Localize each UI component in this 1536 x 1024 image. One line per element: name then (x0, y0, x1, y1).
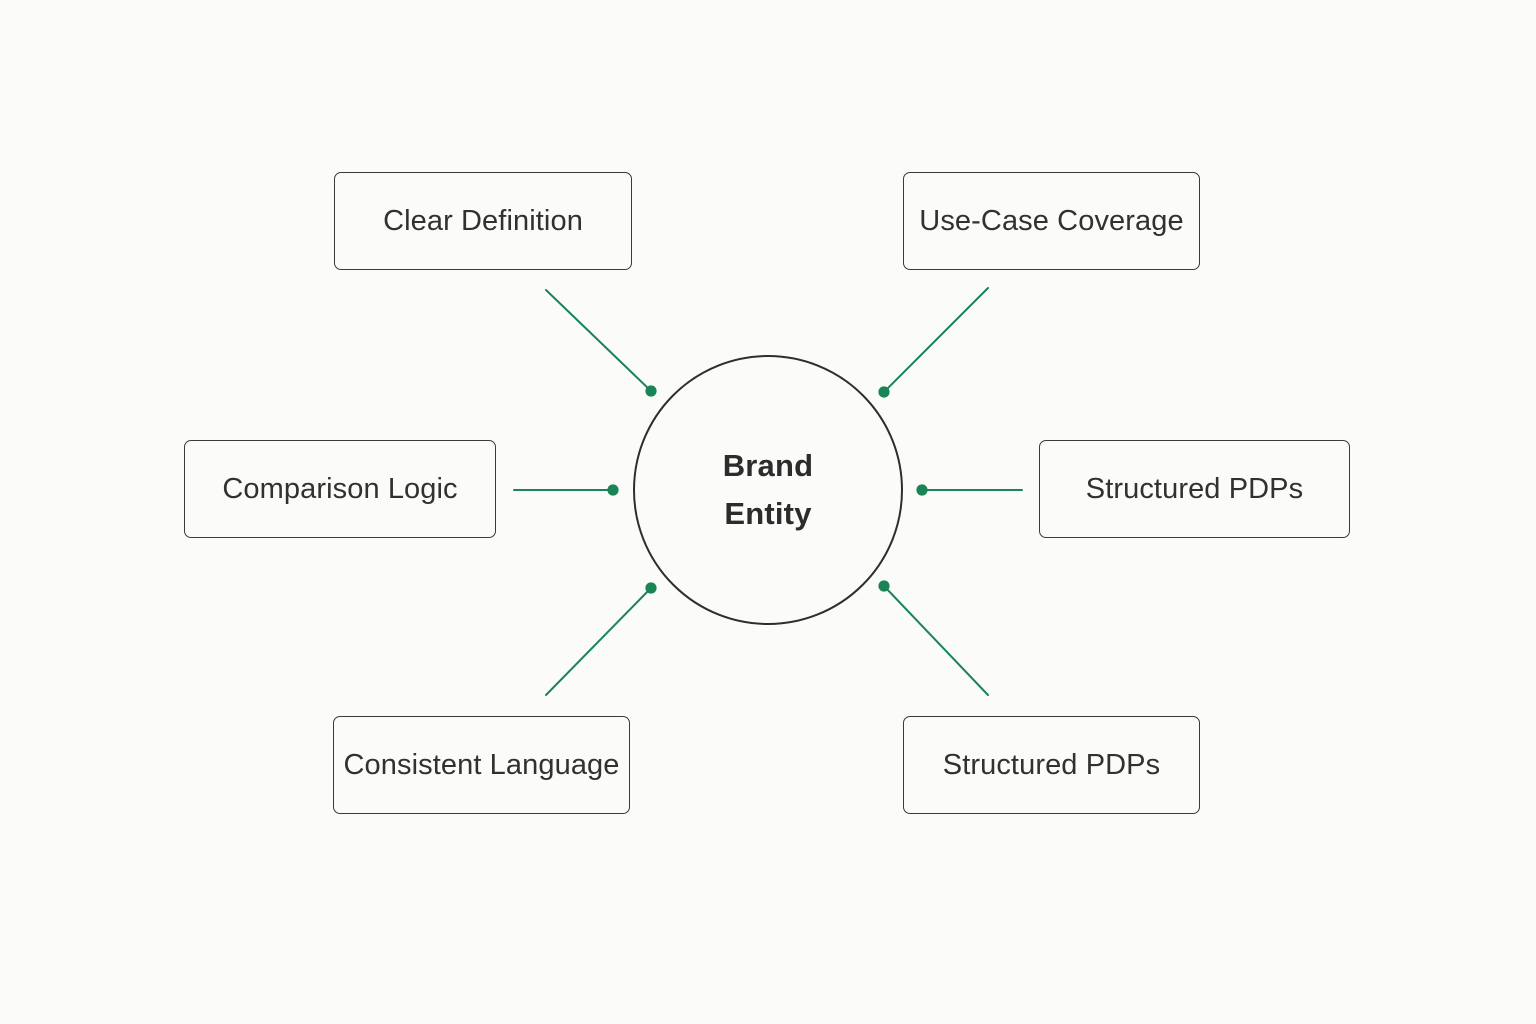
node-label-structured-pdps-right: Structured PDPs (1085, 472, 1304, 505)
hub-label-line-1: Brand (722, 447, 814, 483)
connector-line-use-case-coverage (883, 287, 989, 393)
node-label-use-case-coverage: Use-Case Coverage (919, 204, 1184, 237)
node-label-comparison-logic: Comparison Logic (222, 472, 458, 505)
node-box-consistent-language[interactable]: Consistent Language (333, 716, 630, 814)
node-label-structured-pdps-bottom: Structured PDPs (942, 748, 1161, 781)
node-label-clear-definition: Clear Definition (383, 204, 583, 237)
connector-line-consistent-language (545, 587, 652, 696)
connector-line-structured-pdps-bottom (883, 585, 989, 696)
connector-dot-comparison-logic (607, 484, 619, 496)
hub-circle-brand-entity[interactable]: Brand Entity (633, 355, 903, 625)
node-box-structured-pdps-right[interactable]: Structured PDPs (1039, 440, 1350, 538)
hub-label-line-2: Entity (724, 496, 812, 531)
node-box-clear-definition[interactable]: Clear Definition (334, 172, 632, 270)
connector-dot-structured-pdps-bottom (878, 580, 890, 592)
connector-dot-consistent-language (645, 582, 657, 594)
node-box-structured-pdps-bottom[interactable]: Structured PDPs (903, 716, 1200, 814)
connector-dot-structured-pdps-right (916, 484, 928, 496)
node-label-consistent-language: Consistent Language (343, 748, 620, 781)
node-box-comparison-logic[interactable]: Comparison Logic (184, 440, 496, 538)
connector-dot-use-case-coverage (878, 386, 890, 398)
connector-dot-clear-definition (645, 385, 657, 397)
connector-line-clear-definition (545, 289, 652, 392)
node-box-use-case-coverage[interactable]: Use-Case Coverage (903, 172, 1200, 270)
